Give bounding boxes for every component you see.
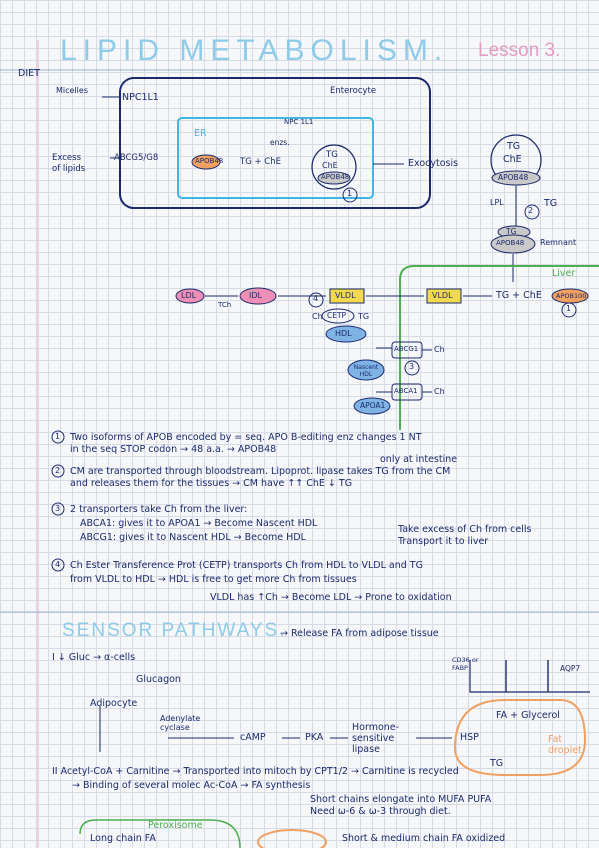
note-4-line-b: from VLDL to HDL → HDL is free to get mo… bbox=[70, 574, 357, 585]
adenylate-label: Adenylate cyclase bbox=[160, 714, 201, 732]
note-3-line-d: Take excess of Ch from cells bbox=[398, 524, 532, 535]
circle-1-ring bbox=[342, 187, 358, 203]
of-lipids-label: of lipids bbox=[52, 164, 86, 174]
note-1-line-b: in the seq STOP codon → 48 a.a. → APOB48 bbox=[70, 444, 277, 455]
ch-left-label: Ch bbox=[312, 312, 323, 321]
diet-label: DIET bbox=[18, 68, 40, 79]
note-2-number: 2 bbox=[55, 466, 61, 475]
liver-label: Liver bbox=[552, 268, 576, 279]
note-2-line-a: CM are transported through bloodstream. … bbox=[70, 466, 451, 477]
note-2-line-b: and releases them for the tissues → CM h… bbox=[70, 478, 353, 489]
camp-label: cAMP bbox=[240, 732, 266, 743]
circle-4-label: 4 bbox=[313, 294, 319, 303]
tg-che-label: TG + ChE bbox=[240, 157, 281, 167]
aqp7-label: AQP7 bbox=[560, 664, 581, 673]
enterocyte-label: Enterocyte bbox=[330, 86, 377, 96]
fat-droplet-label: Fat droplet bbox=[548, 734, 582, 756]
peroxisome-label: Peroxisome bbox=[148, 820, 203, 831]
enterocyte-box bbox=[119, 77, 431, 209]
fa-glycerol-label: FA + Glycerol bbox=[496, 710, 560, 721]
note-4-line-a: Ch Ester Transference Prot (CETP) transp… bbox=[70, 560, 423, 571]
tg-right-label: TG bbox=[358, 312, 370, 321]
circle-3-label: 3 bbox=[409, 362, 415, 371]
remnant-label: Remnant bbox=[540, 238, 577, 247]
abcg5-g8-label: ABCG5/G8 bbox=[114, 153, 159, 163]
note-1-number: 1 bbox=[55, 432, 61, 441]
circle-1-label: 1 bbox=[347, 189, 353, 198]
remnant-tg-label: TG bbox=[506, 227, 517, 236]
ch-a-label: Ch bbox=[434, 345, 445, 354]
long-chain-label: Long chain FA bbox=[90, 833, 156, 844]
note-3-line-c: ABCG1: gives it to Nascent HDL → Become … bbox=[80, 532, 306, 543]
idl-label: IDL bbox=[249, 291, 262, 300]
er-label: ER bbox=[194, 128, 207, 139]
tch-label: TCh bbox=[218, 301, 232, 309]
npc1l1-label: NPC1L1 bbox=[122, 92, 159, 103]
micelles-label: Micelles bbox=[56, 86, 88, 95]
page-title: LIPID METABOLISM. bbox=[60, 34, 449, 67]
chylo-apob-label: APOB48 bbox=[321, 173, 350, 181]
note-1-line-a: Two isoforms of APOB encoded by = seq. A… bbox=[70, 432, 422, 443]
hdl-blue-label: HDL bbox=[335, 329, 352, 338]
cetp-label: CETP bbox=[327, 311, 347, 320]
apob100-label: APOB100 bbox=[556, 292, 587, 300]
vldl-a-label: VLDL bbox=[335, 291, 356, 300]
short-medium-label: Short & medium chain FA oxidized bbox=[342, 833, 506, 844]
cm-che-label: ChE bbox=[503, 154, 522, 165]
apoa1-label: APOA1 bbox=[360, 401, 386, 410]
chylomicron-circle bbox=[311, 144, 357, 190]
note-3-line-a: 2 transporters take Ch from the liver: bbox=[70, 504, 248, 515]
chylo-tg-label: TG bbox=[326, 150, 338, 160]
sensor-title: SENSOR PATHWAYS. bbox=[62, 620, 287, 641]
cm-apob-label: APOB48 bbox=[498, 173, 529, 182]
circle-2-label: 2 bbox=[528, 206, 534, 215]
cm-tg-label: TG bbox=[507, 141, 521, 152]
circle-1b-label: 1 bbox=[566, 304, 572, 313]
lpl-label: LPL bbox=[490, 198, 504, 207]
abcg1-label: ABCG1 bbox=[394, 345, 419, 353]
abca1-label: ABCA1 bbox=[394, 387, 418, 395]
tg-sensor-label: TG bbox=[490, 758, 504, 769]
note-3-line-e: Transport it to liver bbox=[398, 536, 489, 547]
sensor-ii-line-d: Need ω-6 & ω-3 through diet. bbox=[310, 806, 451, 817]
adipocyte-label: Adipocyte bbox=[90, 698, 138, 709]
note-3-number: 3 bbox=[55, 504, 61, 513]
sensor-ii-line-c: Short chains elongate into MUFA PUFA bbox=[310, 794, 492, 805]
tg-che-liver-label: TG + ChE bbox=[496, 290, 542, 301]
cd36-label: CD36 or FABP bbox=[452, 656, 479, 672]
nascent-hdl-label: Nascent HDL bbox=[353, 364, 379, 378]
vldl-b-label: VLDL bbox=[432, 291, 453, 300]
hsp-label: HSP bbox=[460, 732, 479, 743]
glucagon-label: Glucagon bbox=[136, 674, 181, 685]
liver-boundary bbox=[399, 265, 599, 430]
note-1-line-c: only at intestine bbox=[380, 454, 458, 465]
lpl-tg-label: TG bbox=[544, 198, 558, 209]
ch-b-label: Ch bbox=[434, 387, 445, 396]
enzymes-label: enzs. bbox=[270, 138, 290, 147]
note-4-line-c: VLDL has ↑Ch → Become LDL → Prone to oxi… bbox=[210, 592, 452, 603]
npc1l1-small-label: NPC 1L1 bbox=[284, 118, 314, 126]
ldl-pink-label: LDL bbox=[181, 291, 197, 300]
excess-label: Excess bbox=[52, 153, 82, 163]
note-3-line-b: ABCA1: gives it to APOA1 → Become Nascen… bbox=[80, 518, 318, 529]
pka-label: PKA bbox=[305, 732, 324, 743]
chylo-che-label: ChE bbox=[322, 161, 338, 170]
remnant-apob-label: APOB48 bbox=[496, 239, 525, 247]
note-4-number: 4 bbox=[55, 560, 61, 569]
sensor-ii-line-b: → Binding of several molec Ac-CoA → FA s… bbox=[72, 780, 311, 791]
sensor-i-label: I ↓ Gluc → α-cells bbox=[52, 652, 136, 663]
exocytosis-label: Exocytosis bbox=[408, 158, 459, 169]
hsl-label: Hormone-sensitive lipase bbox=[352, 722, 400, 755]
sensor-ii-line-a: II Acetyl-CoA + Carnitine → Transported … bbox=[52, 766, 459, 777]
sensor-subtitle: → Release FA from adipose tissue bbox=[280, 628, 439, 639]
er-box bbox=[177, 117, 374, 199]
lesson-label: Lesson 3. bbox=[478, 40, 561, 61]
apob48-in-label: APOB48 bbox=[195, 157, 224, 165]
